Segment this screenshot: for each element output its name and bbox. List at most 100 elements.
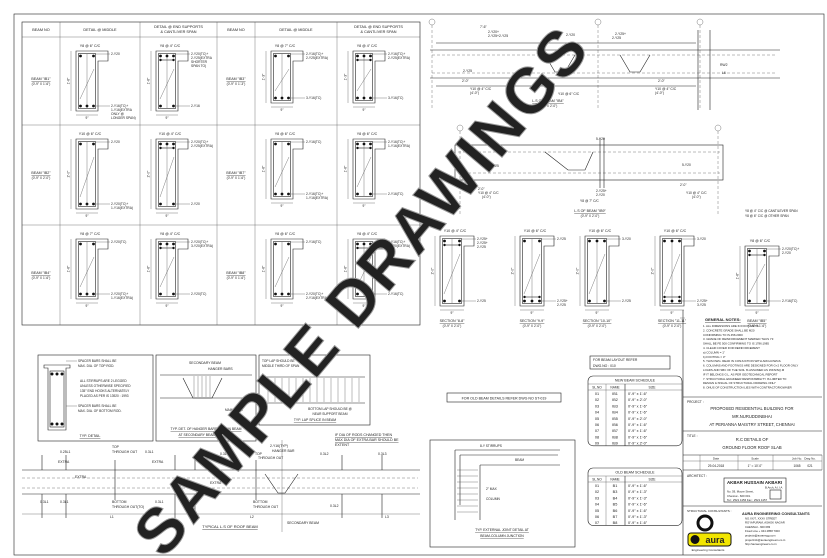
bottom-bar bbox=[603, 299, 606, 303]
bottom-bar-label: 2-Y16 bbox=[191, 104, 200, 108]
stirrup bbox=[273, 141, 291, 197]
schedule-cell: 0'-9" x 1'-6" bbox=[628, 423, 648, 427]
project-line: PROPOSED RESIDENTIAL BUILDING FOR bbox=[710, 406, 793, 411]
dia-note: MAX DIA OF EXTRA BAR SHOULD BE bbox=[335, 438, 399, 442]
top-bar bbox=[356, 54, 359, 58]
roof-beam-label: 0.3L1 bbox=[220, 452, 229, 456]
bottom-bar-label: 2-Y25 bbox=[622, 299, 631, 303]
title-line: GROUND FLOOR ROOF SLAB bbox=[722, 445, 782, 450]
top-bar-label: 2-Y16(TC) bbox=[306, 240, 321, 244]
ls-title: L.S OF BEAM "IB4" bbox=[532, 99, 564, 103]
consultant-label: STRUCTURAL CONSULTANTS : bbox=[687, 509, 732, 513]
schedule-cell: B7 bbox=[613, 515, 618, 519]
schedule-cell: 02 bbox=[595, 490, 599, 494]
top-bar bbox=[92, 142, 95, 146]
top-bar bbox=[159, 242, 162, 246]
width-label: 9" bbox=[166, 214, 169, 218]
table-header: BEAM NO bbox=[32, 28, 50, 32]
bottom-bar bbox=[763, 299, 766, 303]
concrete-outline bbox=[155, 238, 189, 300]
general-note: b) FOOTING = 3" bbox=[703, 355, 725, 359]
schedule-cell: 0'-9" x 1'-3" bbox=[628, 515, 648, 519]
bottom-bar-label: 2-Y25+ bbox=[697, 299, 708, 303]
bottom-bar bbox=[280, 192, 284, 196]
aura-logo-text: aura bbox=[705, 535, 725, 545]
schedule-header: SL.NO bbox=[592, 478, 602, 482]
stirrup-label: Y8 @ 4" C/C bbox=[160, 44, 181, 48]
grid-bubble bbox=[594, 18, 602, 26]
bottom-bar bbox=[356, 292, 359, 296]
ls-label: (4'-0") bbox=[482, 195, 491, 199]
roof-beam-label: HANGER BAR bbox=[272, 449, 295, 453]
hanger-label: MAIN BEAM bbox=[225, 408, 243, 412]
depth-label: 1'-6" bbox=[344, 165, 348, 173]
table-header: DETAIL @ END SUPPORTS bbox=[354, 25, 403, 29]
roof-beam-label: SECONDARY BEAM bbox=[287, 521, 319, 525]
top-bar bbox=[369, 142, 372, 146]
beam-name: BEAM "IB4" bbox=[31, 271, 51, 275]
depth-label: 2'-0" bbox=[651, 267, 655, 275]
bottom-bar bbox=[274, 96, 277, 100]
schedule-frame bbox=[587, 467, 683, 526]
stirrup bbox=[78, 141, 96, 207]
bottom-bar bbox=[50, 422, 54, 426]
stirrup-label: Y10 @ 6" C/C bbox=[524, 229, 547, 233]
stirrup bbox=[158, 241, 176, 297]
bottom-bar bbox=[79, 292, 82, 296]
stirrup-label: Y8 @ 4" C/C bbox=[357, 232, 378, 236]
width-label: 9" bbox=[86, 214, 89, 218]
bottom-bar bbox=[79, 202, 82, 206]
top-bar-label: 2-Y16(TC)+ bbox=[388, 240, 405, 244]
schedule-cell: 04 bbox=[595, 503, 599, 507]
ls-label: 5-Y20 bbox=[682, 163, 691, 167]
stirrup-note: Y8 @ 6" C/C @ OTHER SPAN bbox=[745, 214, 789, 218]
schedule-header: SL.NO bbox=[592, 386, 602, 390]
top-bar-label: 2-Y25(EXTRA) bbox=[191, 144, 213, 148]
consultant-line: CHENNAI - 600 083 bbox=[745, 525, 771, 529]
section-size: (0'-9" X 2'-0") bbox=[663, 324, 682, 328]
beam-name: BEAM "IB7" bbox=[226, 171, 246, 175]
concrete-outline bbox=[270, 138, 304, 200]
top-bar bbox=[55, 372, 59, 376]
schedule-cell: IB1 bbox=[612, 392, 618, 396]
width-label: 9" bbox=[281, 108, 284, 112]
bottom-bar bbox=[530, 299, 534, 303]
depth-label: 2'-0" bbox=[67, 170, 71, 178]
ls-label: 2'-0" bbox=[658, 79, 666, 83]
schedule-header: SIZE bbox=[648, 386, 655, 390]
roof-beam-title: TYPICAL L.S OF ROOF BEAM bbox=[202, 524, 257, 529]
lap-label: BOTTOM LAP SHOULD BE @ bbox=[308, 407, 352, 411]
concrete-outline bbox=[352, 50, 386, 104]
beam-name: BEAM "IB1" bbox=[31, 77, 51, 81]
sections-row: 2'-0"9"Y10 @ 4" C/C2-Y25+2-Y25+2-Y252-Y2… bbox=[431, 229, 800, 328]
lap-label: NEAR SUPPORT BEAM bbox=[313, 412, 348, 416]
top-bar bbox=[287, 54, 290, 58]
top-bar bbox=[165, 142, 169, 146]
bottom-bar-label: 2-Y25+ bbox=[557, 299, 568, 303]
extra-top-bar bbox=[763, 253, 766, 257]
depth-label: 2'-0" bbox=[147, 170, 151, 178]
roof-beam-label: 0.3L1 bbox=[155, 500, 164, 504]
depth-label: 1'-6" bbox=[67, 265, 71, 273]
project-line: MR.NURUDDINBHAI bbox=[732, 414, 772, 419]
bottom-bar-label: 3-Y25 bbox=[697, 303, 706, 307]
ls-size: (0'-9" X 2'-0") bbox=[581, 214, 600, 218]
schedule-title: NEW BEAM SCHEDULE bbox=[615, 379, 656, 383]
beam-cross-section: 1'-3"9"Y8 @ 4" C/C2-Y16(TC)+2-Y25(EXTRA)… bbox=[344, 44, 411, 112]
roof-beam-label: THROUGH OUT bbox=[112, 450, 137, 454]
meta-header: Scale bbox=[751, 457, 759, 461]
width-label: 9" bbox=[451, 311, 454, 315]
top-bar bbox=[92, 242, 95, 246]
extra-bottom-bar bbox=[678, 295, 681, 299]
stirrup-label: Y10 @ 4" C/C bbox=[444, 229, 467, 233]
concrete-outline bbox=[75, 238, 109, 300]
detail-title: TYP. DETAIL bbox=[80, 434, 101, 438]
depth-label: 1'-6" bbox=[147, 77, 151, 85]
